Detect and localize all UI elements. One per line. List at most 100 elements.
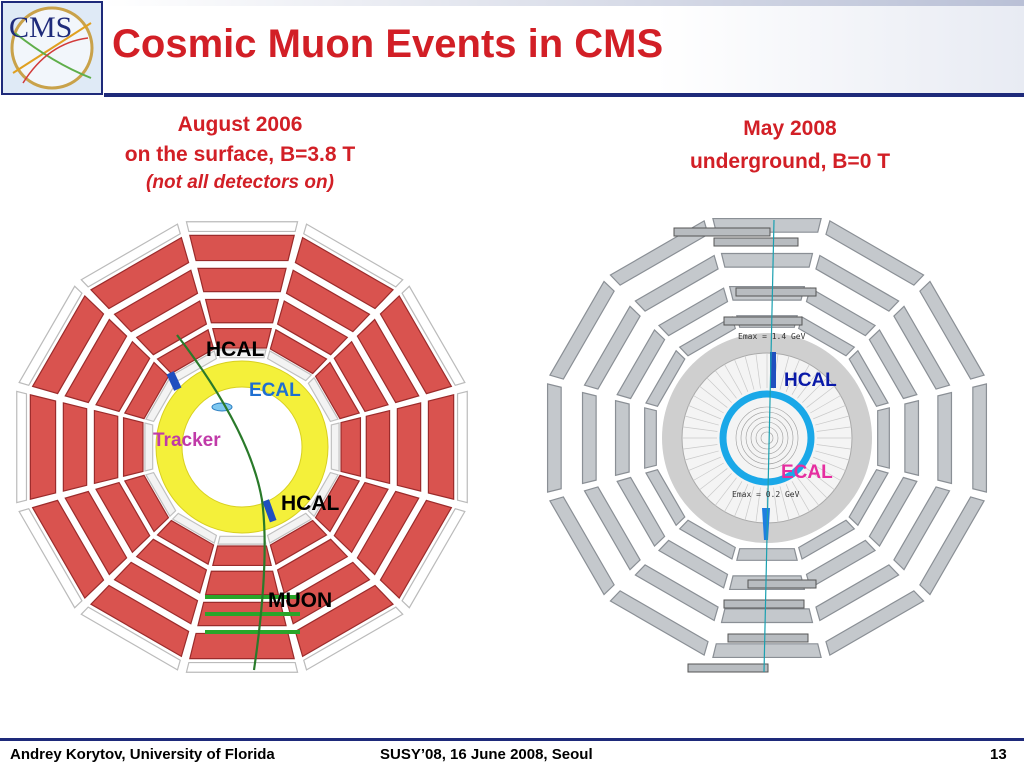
tower-line (797, 477, 820, 506)
title-top-line (104, 0, 1024, 6)
tracker-volume (181, 386, 303, 508)
tracker-layer (750, 421, 784, 455)
muon-station-segment (197, 267, 287, 293)
tracker-layer (760, 431, 774, 445)
muon-station-segment (62, 402, 88, 492)
dt-chamber-hit (205, 630, 300, 634)
muon-station-segment (285, 269, 371, 333)
left-caption-line3: (not all detectors on) (146, 172, 334, 193)
outer-frame-segment (185, 221, 299, 233)
label-ecal-right: ECAL (781, 462, 833, 483)
outer-frame-segment (456, 390, 468, 504)
dt-chamber-hit (205, 595, 300, 599)
muon-chamber-segment (678, 519, 737, 560)
muon-chamber-segment (616, 476, 666, 548)
muon-track (176, 334, 266, 671)
hcal-frame-segment (217, 535, 267, 545)
logo-text: CMS (9, 11, 72, 44)
tower-line (684, 415, 719, 426)
tower-line (815, 450, 850, 461)
outer-frame-segment (80, 223, 181, 288)
muon-chamber-segment (645, 468, 686, 527)
tower-line (714, 370, 737, 399)
hcal-frame-segment (217, 349, 267, 359)
chamber-hit-block (723, 316, 803, 326)
muon-station-segment (122, 417, 144, 477)
tower-line (815, 415, 850, 426)
tower-line (699, 385, 728, 408)
muon-chamber-segment (893, 486, 951, 571)
outer-frame-segment (401, 285, 466, 386)
muon-station-segment (333, 481, 389, 554)
title-divider (104, 93, 1024, 97)
muon-station-segment (269, 328, 328, 375)
tower-line (682, 426, 718, 432)
muon-station-segment (379, 295, 453, 395)
muon-station-segment (333, 340, 389, 413)
chamber-hit-block (723, 599, 805, 609)
tower-line (699, 468, 728, 491)
muon-station-segment (156, 328, 215, 375)
muon-station-segment (204, 570, 280, 596)
muon-chamber-segment (609, 220, 709, 286)
muon-chamber-segment (815, 564, 900, 622)
muon-chamber-segment (657, 539, 729, 589)
tower-line (688, 456, 721, 471)
muon-station-segment (340, 417, 362, 477)
tracker-hit-cluster (211, 402, 233, 412)
muon-station-segment (189, 234, 295, 262)
outer-frame-segment (303, 606, 404, 671)
chamber-hit-block (673, 227, 771, 237)
muon-station-segment (113, 561, 199, 625)
chamber-hit-block (735, 287, 817, 297)
hcal-frame-segment (145, 471, 177, 518)
hcal-frame-segment (307, 471, 339, 518)
muon-chamber-segment (549, 280, 615, 380)
muon-station-segment (356, 318, 420, 404)
muon-station-segment (90, 584, 190, 658)
right-event-display (546, 217, 988, 673)
chamber-hit-block (687, 663, 769, 673)
muon-station-segment (212, 327, 272, 349)
tower-line (684, 450, 719, 461)
muon-chamber-segment (893, 305, 951, 390)
tower-line (806, 468, 835, 491)
muon-station-segment (276, 300, 349, 356)
muon-station-segment (212, 545, 272, 567)
tower-line (724, 481, 743, 512)
muon-chamber-segment (634, 254, 719, 312)
hcal-hit (770, 352, 776, 388)
muon-chamber-segment (904, 399, 920, 477)
tower-line (755, 353, 761, 389)
emax-bottom: Emax = 0.2 GeV (732, 490, 800, 499)
label-ecal: ECAL (249, 380, 301, 401)
emax-top: Emax = 1.4 GeV (738, 332, 806, 341)
outer-frame-segment (18, 508, 83, 609)
muon-chamber-segment (825, 220, 925, 286)
tower-line (734, 359, 749, 392)
muon-chamber-segment (644, 407, 657, 469)
muon-chamber-segment (546, 383, 562, 493)
tower-line (802, 473, 828, 499)
title-bar (104, 0, 1024, 94)
muon-station-segment (64, 490, 128, 576)
muon-station-segment (294, 584, 394, 658)
tower-line (785, 484, 800, 517)
tower-line (810, 462, 841, 481)
muon-station-segment (365, 409, 391, 485)
muon-chamber-segment (720, 252, 814, 268)
muon-chamber-segment (848, 349, 889, 408)
dt-chamber-hit (205, 612, 300, 616)
chamber-hit-block (747, 579, 817, 589)
slide-title: Cosmic Muon Events in CMS (112, 22, 664, 66)
tower-line (688, 405, 721, 420)
muon-station-segment (123, 474, 170, 533)
muon-station-segment (93, 409, 119, 485)
muon-chamber-segment (825, 590, 925, 656)
label-hcal-top: HCAL (206, 338, 265, 361)
muon-station-segment (294, 236, 394, 310)
muon-chamber-segment (549, 496, 615, 596)
muon-station-segment (31, 499, 105, 599)
muon-chamber-segment (919, 496, 985, 596)
muon-chamber-segment (616, 328, 666, 400)
